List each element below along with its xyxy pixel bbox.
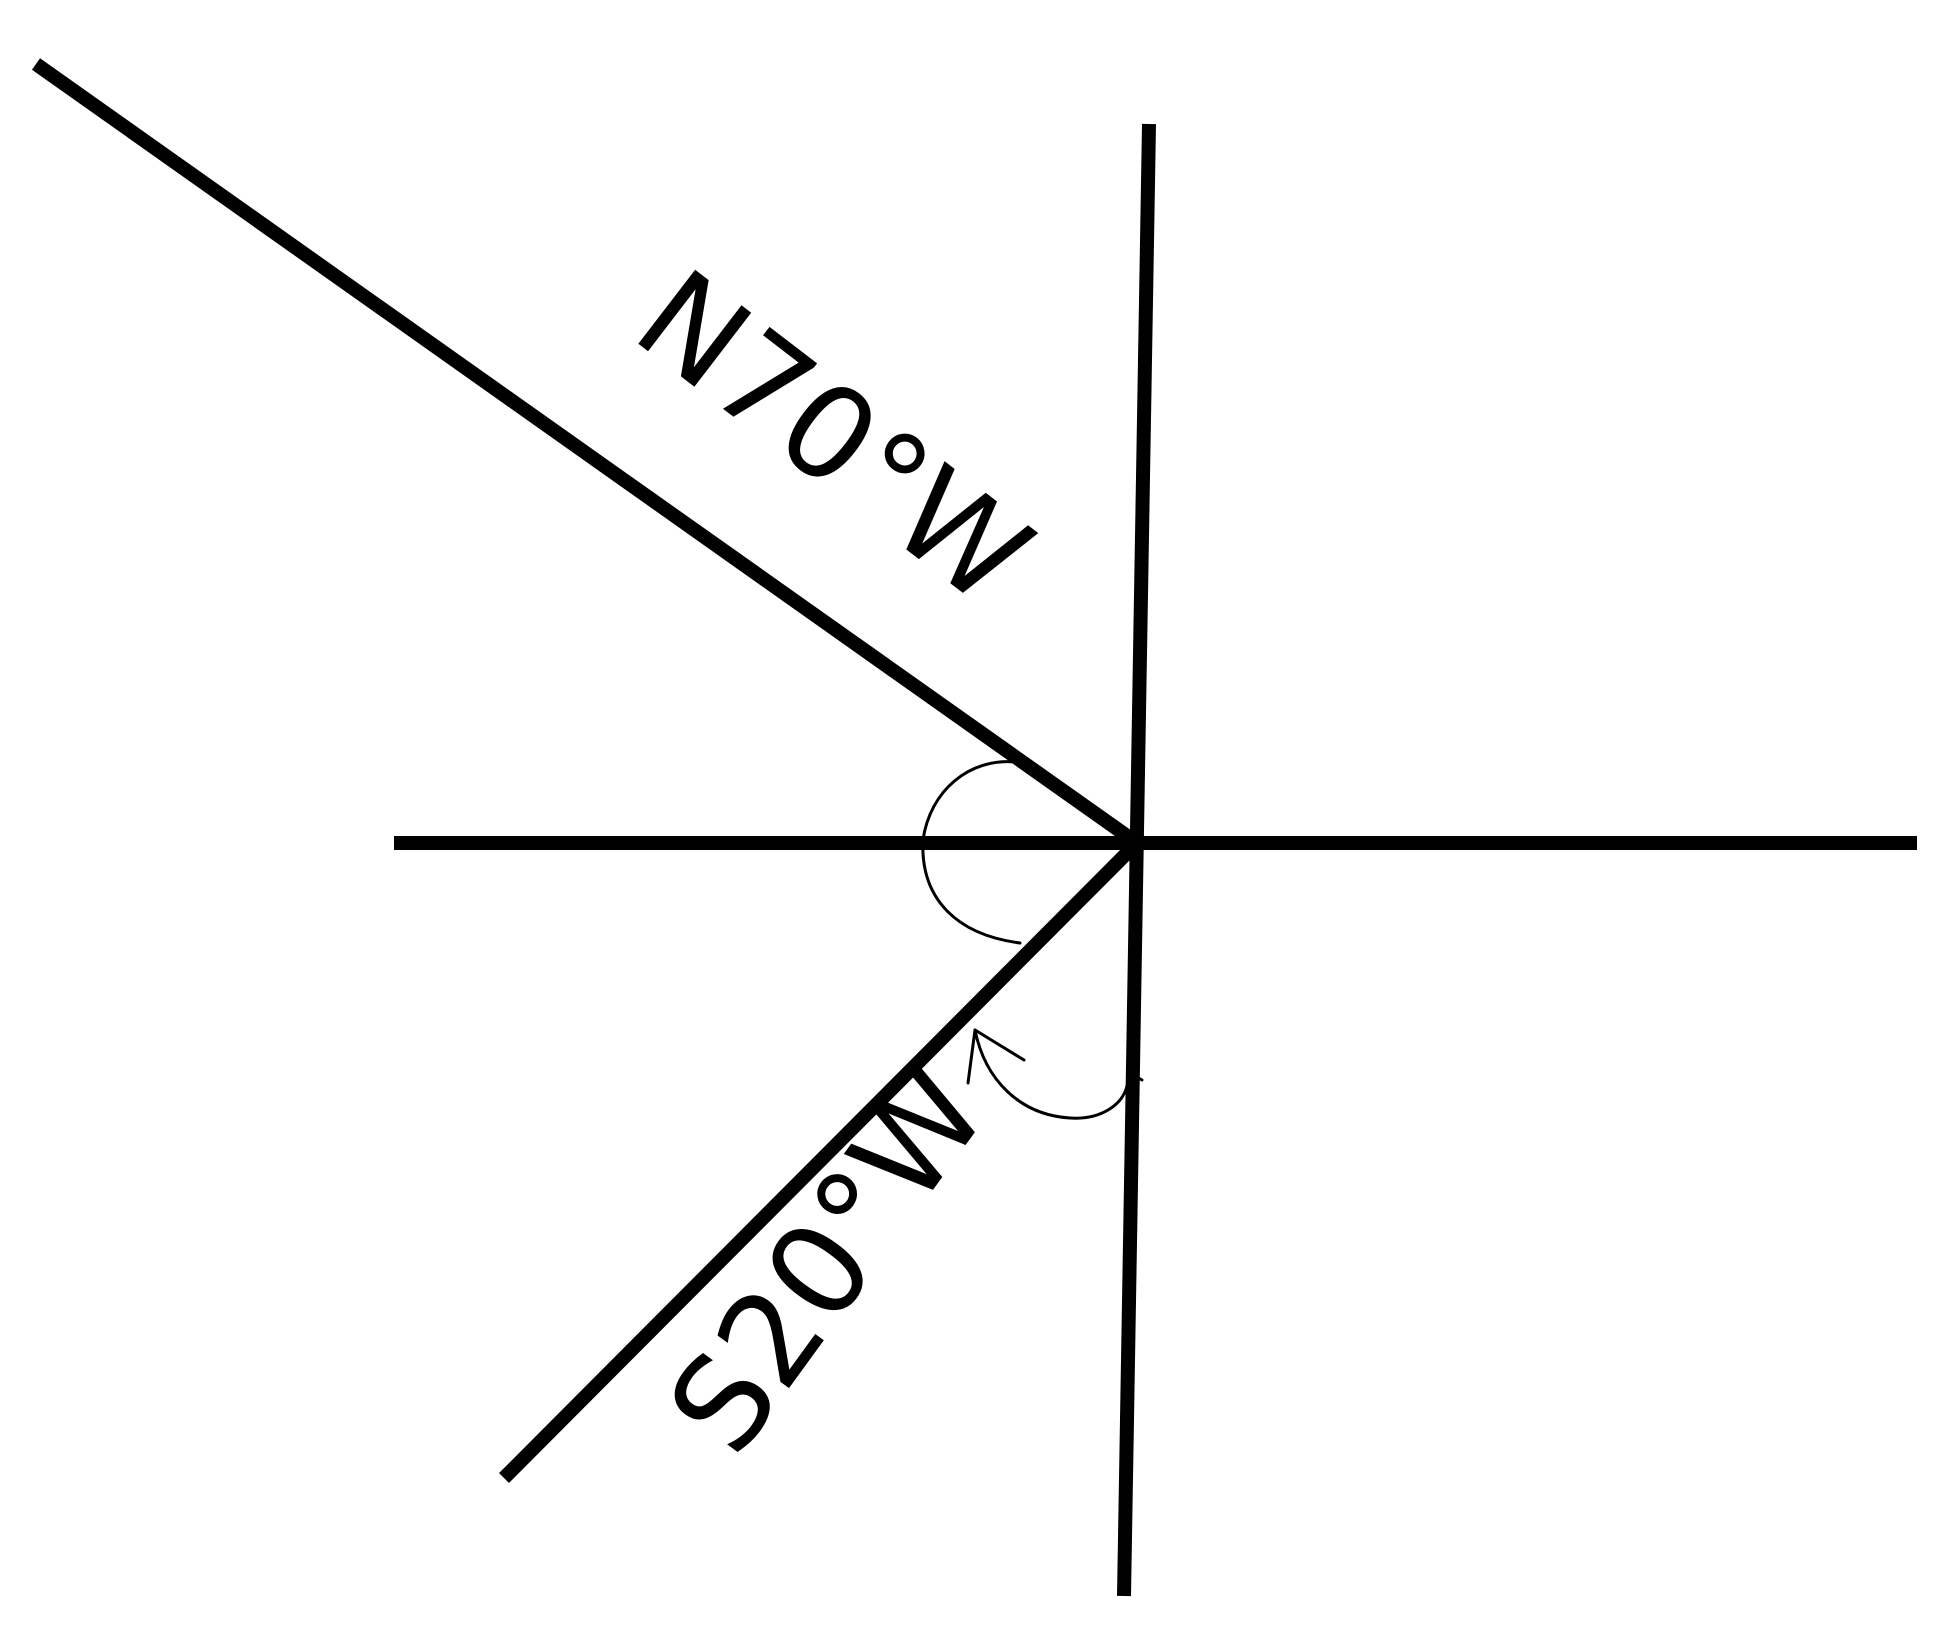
north-south-axis <box>1117 123 1156 1597</box>
angle-arc-between-rays <box>921 760 1022 945</box>
arc-tick-mark <box>1126 1070 1144 1082</box>
arrowhead-icon <box>966 1028 1026 1085</box>
bearing-ray-south-west <box>499 838 1142 1483</box>
bearing-ray-north-west <box>31 58 1142 849</box>
bearing-arc-south <box>973 1028 1130 1120</box>
